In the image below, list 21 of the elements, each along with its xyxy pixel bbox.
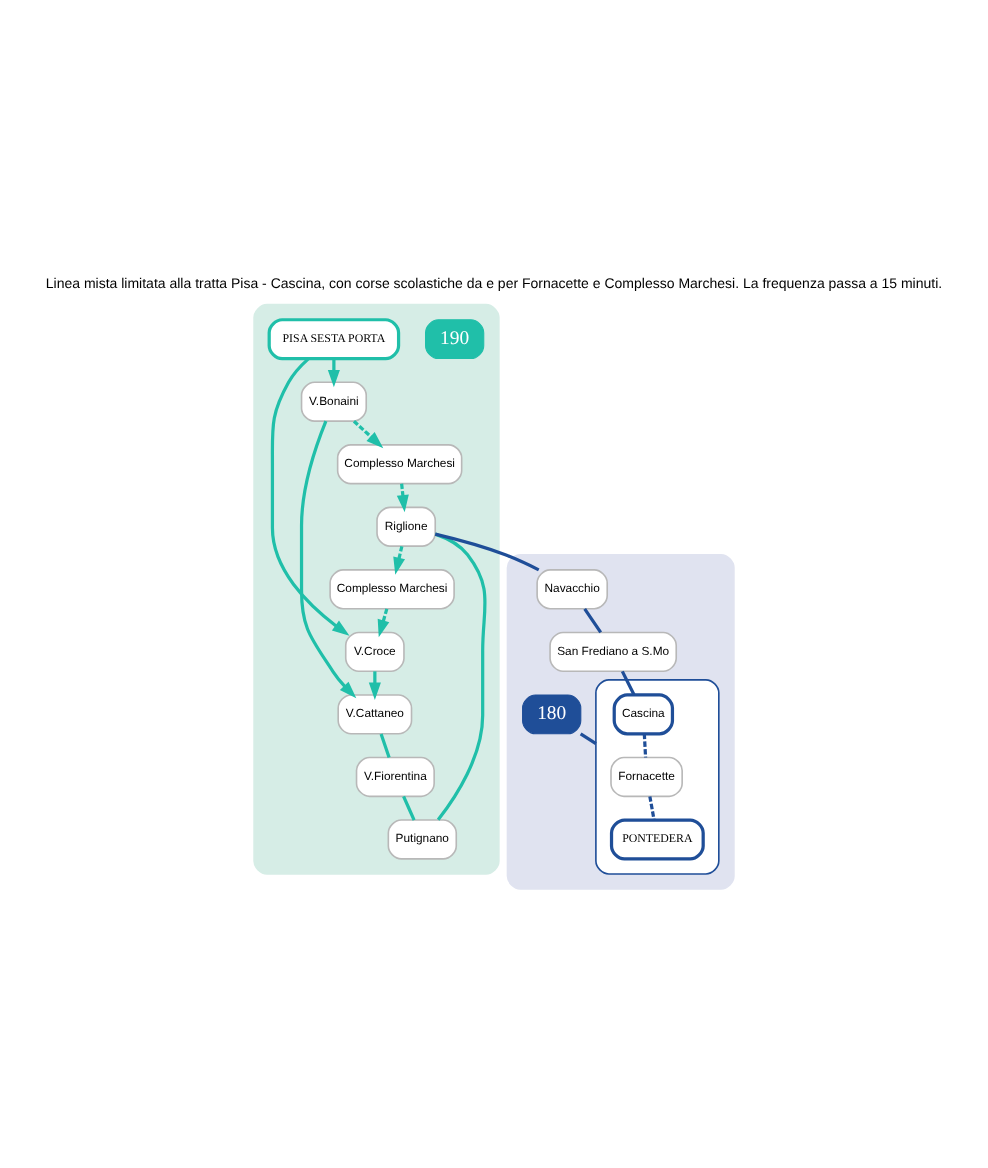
arrow [352,419,384,448]
cluster [506,553,735,889]
arrow [270,356,350,635]
connector [642,732,648,757]
node-box: 190 [425,318,485,359]
arrow [327,357,340,387]
connector [434,531,487,820]
cluster [253,302,500,874]
connector [648,795,656,820]
connector [579,731,597,744]
connector [379,732,391,758]
arrow [299,419,357,698]
connector [402,794,416,820]
arrow [396,482,409,512]
cluster [595,678,720,874]
arrow [393,544,406,574]
connector [620,669,636,695]
node-box: 180 [522,693,582,734]
arrow [377,607,390,637]
connector [583,606,603,633]
connector [434,531,540,571]
